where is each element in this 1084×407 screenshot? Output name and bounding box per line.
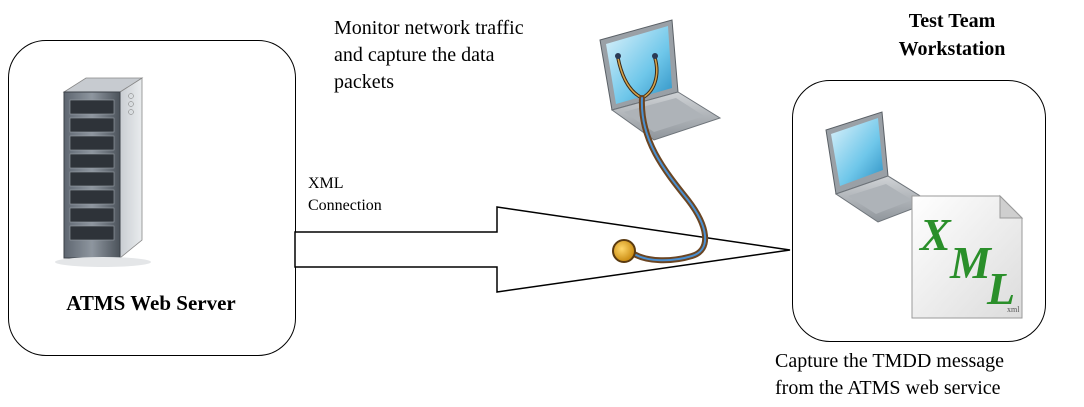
xml-file-caption: xml xyxy=(1007,305,1020,314)
sniffer-laptop-icon xyxy=(599,19,722,141)
workstation-laptop-icon xyxy=(825,111,932,223)
server-icon xyxy=(55,77,151,267)
xml-connection-arrow xyxy=(294,206,791,293)
xml-document-icon xyxy=(911,194,1024,319)
server-label: ATMS Web Server xyxy=(66,291,236,315)
server-box xyxy=(8,40,296,356)
stethoscope-icon xyxy=(612,53,709,264)
connection-label: XML Connection xyxy=(308,175,382,214)
capture-label: Capture the TMDD message from the ATMS w… xyxy=(775,350,1005,399)
xml-letter-l: L xyxy=(987,263,1016,314)
monitor-label: Monitor network traffic and capture the … xyxy=(334,17,524,93)
xml-letter-x: X xyxy=(920,209,951,260)
xml-letter-m: M xyxy=(950,237,991,288)
workstation-title: Test Team Workstation xyxy=(898,10,1006,60)
